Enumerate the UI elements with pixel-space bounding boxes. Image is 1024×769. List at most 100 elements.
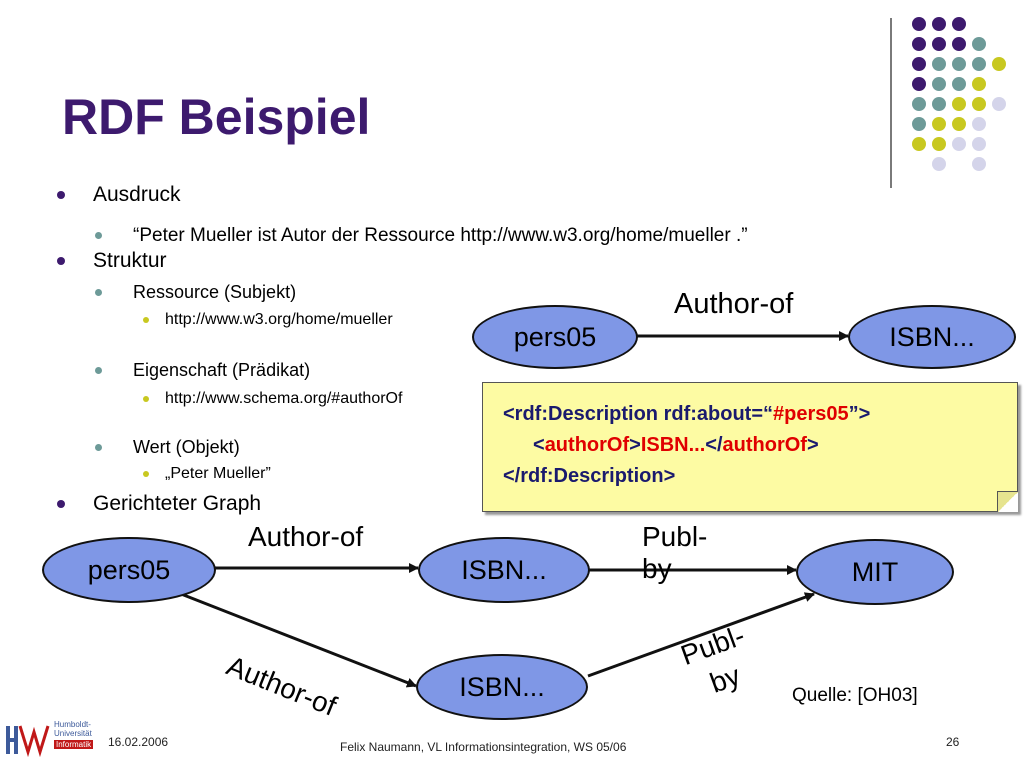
bullet-dot — [143, 317, 149, 323]
node-label: MIT — [851, 556, 899, 587]
code-value: ISBN... — [640, 434, 706, 456]
logo-text-line: Humboldt- — [54, 720, 91, 729]
bullet-eigenschaft-url: http://www.schema.org/#authorOf — [143, 390, 461, 408]
bullet-dot — [57, 257, 65, 265]
edge-label-author-of-top: Author-of — [674, 288, 794, 320]
footer-date: 16.02.2006 — [108, 735, 169, 749]
node-label: ISBN... — [459, 671, 545, 702]
dot-3 — [952, 17, 966, 31]
dot-21 — [992, 97, 1006, 111]
dot-30 — [932, 157, 946, 171]
bullet-struktur-text: Struktur — [93, 249, 167, 272]
dot-6 — [952, 37, 966, 51]
code-line-2: <authorOf>ISBN...</authorOf> — [533, 434, 819, 457]
logo-text: Humboldt- Universität Informatik — [54, 720, 94, 749]
bullet-ausdruck-text: Ausdruck — [93, 183, 181, 206]
university-logo: Humboldt- Universität Informatik — [4, 714, 100, 764]
bullet-wert-text: Wert (Objekt) — [133, 437, 240, 457]
page-fold-corner — [997, 491, 1018, 512]
node-label: pers05 — [513, 321, 597, 352]
edge-label-author-of-1: Author-of — [248, 521, 364, 552]
dot-24 — [952, 117, 966, 131]
dot-17 — [912, 97, 926, 111]
bullet-graph: Gerichteter Graph — [57, 492, 262, 516]
dot-18 — [932, 97, 946, 111]
dot-7 — [972, 37, 986, 51]
node-pers05-top: pers05 — [472, 305, 638, 369]
dot-20 — [972, 97, 986, 111]
dot-4 — [912, 37, 926, 51]
rdf-code-box: <rdf:Description rdf:about=“#pers05”> < a… — [482, 382, 1018, 512]
node-isbn2: ISBN... — [416, 654, 588, 720]
code-text: ”> — [848, 403, 871, 425]
bullet-wert-value-text: „Peter Mueller” — [165, 465, 271, 482]
bullet-ressource-text: Ressource (Subjekt) — [133, 282, 297, 302]
edge-label-line: Publ- — [642, 521, 708, 552]
slide-title: RDF Beispiel — [62, 89, 371, 145]
dot-10 — [952, 57, 966, 71]
bullet-eigenschaft-text: Eigenschaft (Prädikat) — [133, 360, 311, 380]
title-divider-line — [890, 18, 892, 188]
dot-19 — [952, 97, 966, 111]
node-label: ISBN... — [889, 321, 975, 352]
dot-23 — [932, 117, 946, 131]
dot-8 — [912, 57, 926, 71]
dot-5 — [932, 37, 946, 51]
code-text: <rdf:Description rdf:about=“ — [503, 403, 774, 425]
dot-28 — [952, 137, 966, 151]
hu-logo-graphic — [6, 725, 50, 758]
dot-31 — [972, 157, 986, 171]
dot-16 — [972, 77, 986, 91]
node-isbn-top: ISBN... — [848, 305, 1016, 369]
dot-29 — [972, 137, 986, 151]
dot-13 — [912, 77, 926, 91]
footer-page-number: 26 — [946, 735, 960, 749]
dot-22 — [912, 117, 926, 131]
dot-27 — [932, 137, 946, 151]
bullet-dot — [143, 396, 149, 402]
code-tag: authorOf — [722, 434, 807, 456]
bullet-ausdruck-sub-text: “Peter Mueller ist Autor der Ressource h… — [133, 225, 748, 246]
bullet-wert-value: „Peter Mueller” — [143, 465, 465, 483]
bullet-dot — [95, 367, 102, 374]
bullet-graph-text: Gerichteter Graph — [93, 492, 262, 515]
code-line-3: </rdf:Description> — [503, 465, 676, 487]
node-label: pers05 — [87, 554, 171, 585]
bullet-dot — [95, 232, 102, 239]
node-mit: MIT — [796, 539, 954, 605]
edge-isbn2-mit — [587, 592, 815, 678]
code-text: < — [533, 434, 545, 456]
code-value: #pers05 — [773, 403, 849, 425]
bullet-ressource: Ressource (Subjekt) — [95, 282, 297, 303]
bullet-eigenschaft-url-text: http://www.schema.org/#authorOf — [165, 390, 403, 407]
code-line-1: <rdf:Description rdf:about=“#pers05”> — [503, 403, 870, 426]
edge-label-line: by — [642, 553, 672, 584]
code-text: </ — [705, 434, 723, 456]
source-citation: Quelle: [OH03] — [792, 685, 918, 706]
bullet-ressource-url: http://www.w3.org/home/mueller — [143, 311, 457, 329]
node-pers05-bottom: pers05 — [42, 537, 216, 603]
logo-text-line: Universität — [54, 729, 92, 738]
dot-1 — [912, 17, 926, 31]
bullet-wert: Wert (Objekt) — [95, 437, 240, 458]
node-isbn1: ISBN... — [418, 537, 590, 603]
bullet-dot — [143, 471, 149, 477]
dot-12 — [992, 57, 1006, 71]
code-text: > — [806, 434, 819, 456]
dot-2 — [932, 17, 946, 31]
dot-15 — [952, 77, 966, 91]
dot-25 — [972, 117, 986, 131]
bullet-dot — [57, 191, 65, 199]
dot-9 — [932, 57, 946, 71]
logo-text-line: Informatik — [54, 740, 94, 749]
dot-26 — [912, 137, 926, 151]
bullet-ausdruck: Ausdruck — [57, 183, 181, 207]
footer-center: Felix Naumann, VL Informationsintegratio… — [340, 740, 627, 754]
dot-11 — [972, 57, 986, 71]
bullet-eigenschaft: Eigenschaft (Prädikat) — [95, 360, 311, 381]
decorative-dot-grid — [0, 0, 1024, 200]
bullet-ausdruck-sub: “Peter Mueller ist Autor der Ressource h… — [95, 225, 748, 247]
code-text: > — [629, 434, 641, 456]
bullet-struktur: Struktur — [57, 249, 167, 273]
